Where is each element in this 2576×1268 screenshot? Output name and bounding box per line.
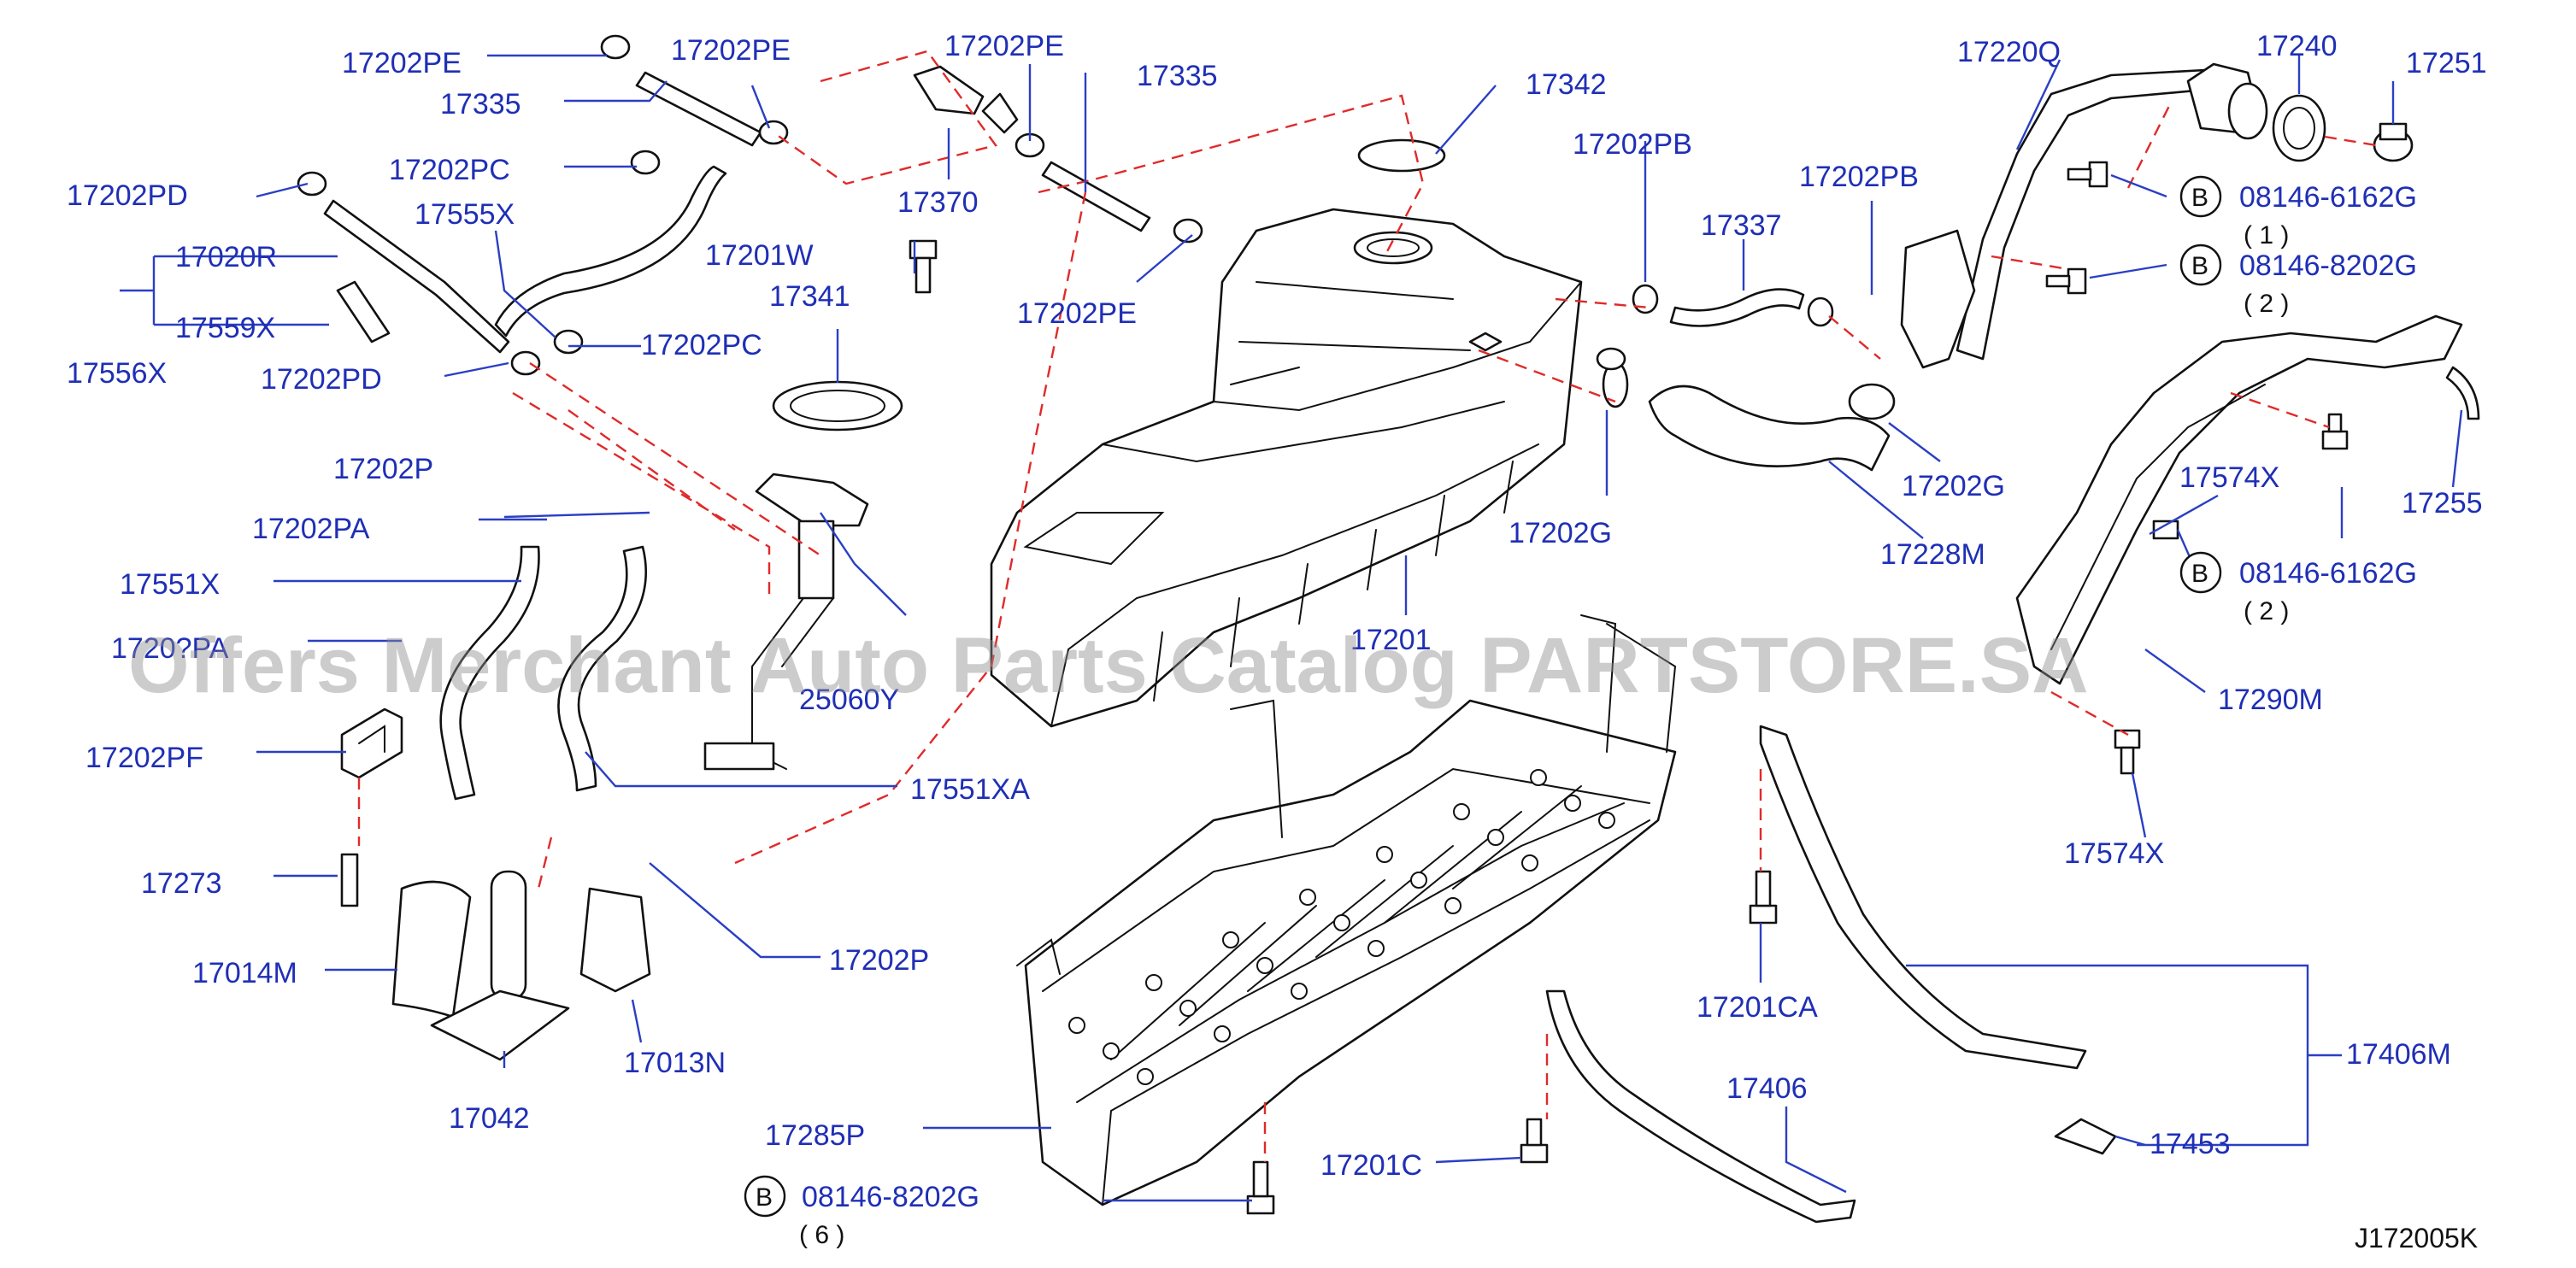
tank-protector-part	[1016, 614, 1677, 1206]
bracket-17202PF-part	[340, 707, 403, 779]
pump-holder-17014M-part	[391, 880, 472, 1019]
bolts-parts	[1246, 161, 2349, 1215]
label-17551x: 17551X	[120, 568, 220, 601]
filler-ring-part	[2227, 82, 2326, 162]
label-17370: 17370	[897, 186, 979, 219]
label-17555x: 17555X	[415, 198, 515, 231]
label-17020r: 17020R	[175, 241, 277, 273]
label-17251: 17251	[2406, 47, 2487, 79]
label-17202pa-b: 1720?PA	[111, 632, 229, 665]
label-17285p: 17285P	[765, 1119, 865, 1152]
label-17202pb-a: 17202PB	[1573, 128, 1692, 161]
leader-lines	[120, 54, 2463, 1202]
label-17337: 17337	[1701, 209, 1782, 242]
label-17202pc-a: 17202PC	[389, 154, 510, 186]
label-17202pc-b: 17202PC	[641, 329, 762, 361]
bolt-callout-1: B 08146-6162G ( 1 )	[2179, 175, 2417, 249]
label-17202pe-a: 17202PE	[342, 47, 462, 79]
label-17202g-b: 17202G	[1509, 517, 1612, 549]
label-17240: 17240	[2256, 30, 2338, 62]
label-17559x: 17559X	[175, 312, 275, 344]
label-17201: 17201	[1350, 624, 1432, 656]
vent-hose-part	[1669, 288, 1805, 327]
label-17202pa-a: 17202PA	[252, 513, 370, 545]
label-17013n: 17013N	[624, 1047, 726, 1079]
fill-hose-part	[1648, 385, 1891, 472]
svg-text:( 1 ): ( 1 )	[2244, 221, 2289, 249]
bolt-callout-3: B 08146-6162G ( 2 )	[2179, 551, 2417, 625]
hose-17551X-part	[439, 545, 648, 801]
label-17202pb-b: 17202PB	[1799, 161, 1919, 193]
hose-clamp-parts	[1596, 284, 1896, 420]
label-17014m: 17014M	[192, 957, 297, 989]
fuel-cap-part	[2373, 122, 2414, 162]
label-17202pe-c: 17202PE	[944, 30, 1064, 62]
svg-text:B: B	[2191, 560, 2208, 588]
label-17273: 17273	[141, 867, 222, 900]
label-17220q: 17220Q	[1957, 36, 2061, 68]
svg-text:( 2 ): ( 2 )	[2244, 290, 2289, 318]
svg-text:08146-8202G: 08146-8202G	[802, 1181, 979, 1213]
svg-text:( 2 ): ( 2 )	[2244, 597, 2289, 625]
label-17574x-a: 17574X	[2179, 461, 2279, 494]
svg-text:08146-8202G: 08146-8202G	[2239, 249, 2417, 282]
svg-text:B: B	[756, 1183, 773, 1212]
clip-part	[2445, 366, 2480, 420]
label-17551xa: 17551XA	[910, 773, 1030, 806]
label-17202pe-b: 17202PE	[671, 34, 791, 67]
label-17228m: 17228M	[1880, 538, 1985, 571]
bracket-17453-part	[2054, 1118, 2117, 1155]
label-17202pf: 17202PF	[85, 742, 203, 774]
label-17255: 17255	[2402, 487, 2483, 520]
fitting-17273-part	[340, 853, 359, 907]
label-17202pd-b: 17202PD	[261, 363, 382, 396]
svg-text:B: B	[2191, 184, 2208, 212]
fuel-pump-17042-part	[430, 870, 570, 1061]
label-17574x-b: 17574X	[2064, 837, 2164, 870]
label-17201ca: 17201CA	[1697, 991, 1818, 1024]
bolt-callout-4: B 08146-8202G ( 6 )	[744, 1175, 979, 1249]
svg-text:08146-6162G: 08146-6162G	[2239, 557, 2417, 590]
assembly-dashed-lines	[357, 50, 2377, 1162]
label-17202pd-a: 17202PD	[67, 179, 188, 212]
fuel-tank-part	[990, 208, 1583, 728]
filler-protector-part	[2015, 314, 2463, 685]
gasket-part	[772, 380, 903, 431]
svg-text:08146-6162G: 08146-6162G	[2239, 181, 2417, 214]
label-17335-a: 17335	[440, 88, 521, 120]
bolt-callout-2: B 08146-8202G ( 2 )	[2179, 244, 2417, 318]
fuel-pump-assembly-part	[703, 473, 869, 771]
part-labels: 17202PE 17202PE 17202PE 17335 17335 1734…	[67, 30, 2487, 1182]
label-17406: 17406	[1726, 1072, 1808, 1105]
label-25060y: 25060Y	[799, 684, 899, 716]
seal-ring-part	[1357, 138, 1446, 173]
label-17406m: 17406M	[2346, 1038, 2451, 1071]
evap-tubes-part	[297, 34, 1203, 376]
label-17341: 17341	[769, 280, 850, 313]
svg-text:B: B	[2191, 252, 2208, 280]
strap-17406M-part	[1759, 725, 2087, 1070]
label-17202p-a: 17202P	[333, 453, 433, 485]
label-17042: 17042	[449, 1102, 530, 1135]
label-17335-b: 17335	[1137, 60, 1218, 92]
diagram-reference-code: J172005K	[2355, 1223, 2478, 1253]
pump-filter-17013N-part	[579, 887, 651, 993]
label-17201w: 17201W	[705, 239, 814, 272]
strap-17406-part	[1545, 989, 1856, 1224]
label-17202pe-d: 17202PE	[1017, 297, 1137, 330]
label-17201c: 17201C	[1320, 1149, 1422, 1182]
svg-text:( 6 ): ( 6 )	[799, 1221, 844, 1249]
label-17556x: 17556X	[67, 357, 167, 390]
label-17453: 17453	[2150, 1128, 2231, 1160]
watermark-text: Offers Merchant Auto Parts Catalog PARTS…	[128, 622, 2089, 709]
label-17342: 17342	[1526, 68, 1607, 101]
label-17290m: 17290M	[2218, 684, 2323, 716]
label-17202p-b: 17202P	[829, 944, 929, 977]
bolt-17201W-part	[909, 239, 938, 294]
label-17202g-a: 17202G	[1902, 470, 2005, 502]
